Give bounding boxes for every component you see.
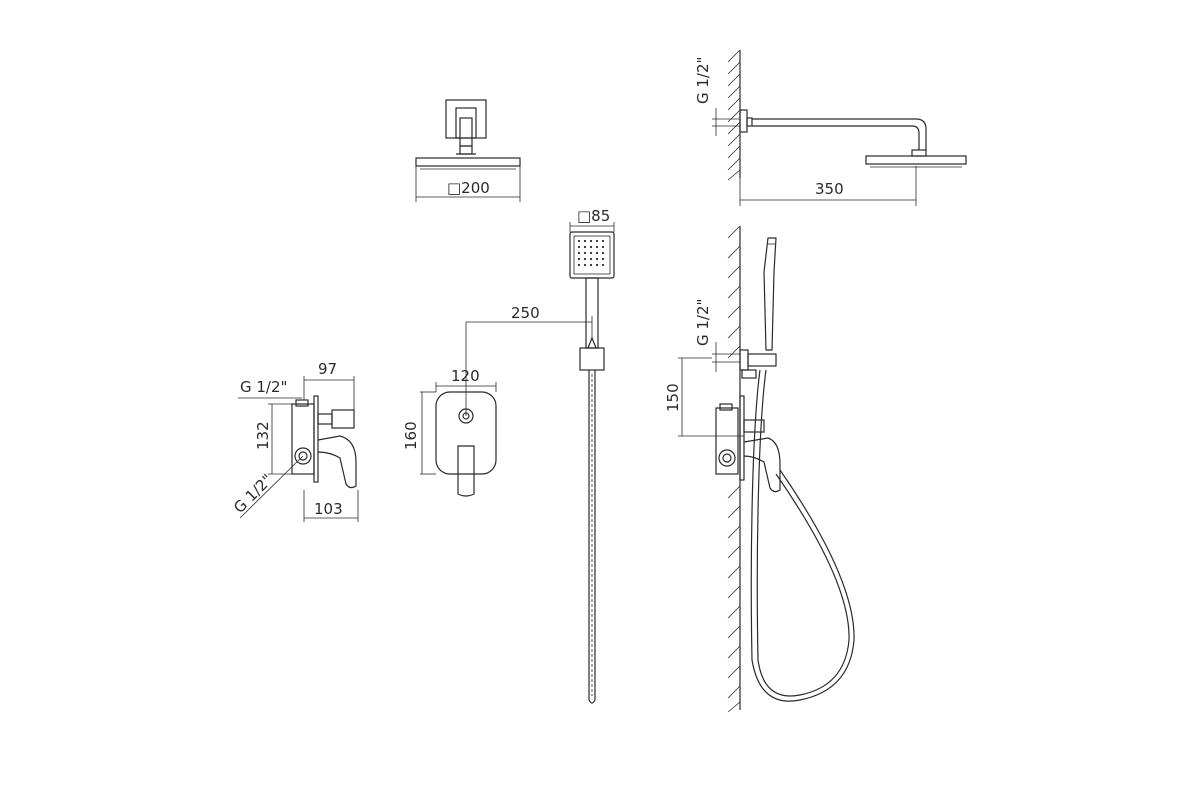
body-thread-top-label: G 1/2" bbox=[240, 378, 287, 396]
hose-height-label: 150 bbox=[664, 383, 682, 412]
body-depth-bottom-label: 103 bbox=[314, 500, 343, 518]
body-depth-top-label: 97 bbox=[318, 360, 337, 378]
wall-hatch-bottom bbox=[727, 225, 741, 713]
head-thread-label: G 1/2" bbox=[694, 57, 712, 104]
hose-thread-label: G 1/2" bbox=[694, 299, 712, 346]
mixer-plate-front-view: 120 160 bbox=[402, 367, 497, 497]
spray-nozzles bbox=[577, 239, 605, 267]
hand-size-label: □85 bbox=[577, 207, 610, 225]
hand-offset-label: 250 bbox=[511, 304, 540, 322]
shower-head-front-view: □200 bbox=[415, 99, 521, 202]
plate-height-label: 160 bbox=[402, 421, 420, 450]
arm-length-label: 350 bbox=[815, 180, 844, 198]
shower-arm-side-view: G 1/2" 350 bbox=[694, 49, 967, 206]
wall-hatch-top bbox=[727, 49, 741, 181]
head-size-label: □200 bbox=[447, 179, 490, 197]
plate-width-label: 120 bbox=[451, 367, 480, 385]
body-thread-bottom-label: G 1/2" bbox=[230, 471, 276, 517]
mixer-body-side-view: 97 G 1/2" 132 G 1/2" 103 bbox=[230, 360, 359, 522]
body-height-label: 132 bbox=[254, 421, 272, 450]
hand-shower-front-view: □85 250 bbox=[465, 207, 615, 704]
hand-shower-side-view: G 1/2" 150 bbox=[664, 225, 855, 713]
